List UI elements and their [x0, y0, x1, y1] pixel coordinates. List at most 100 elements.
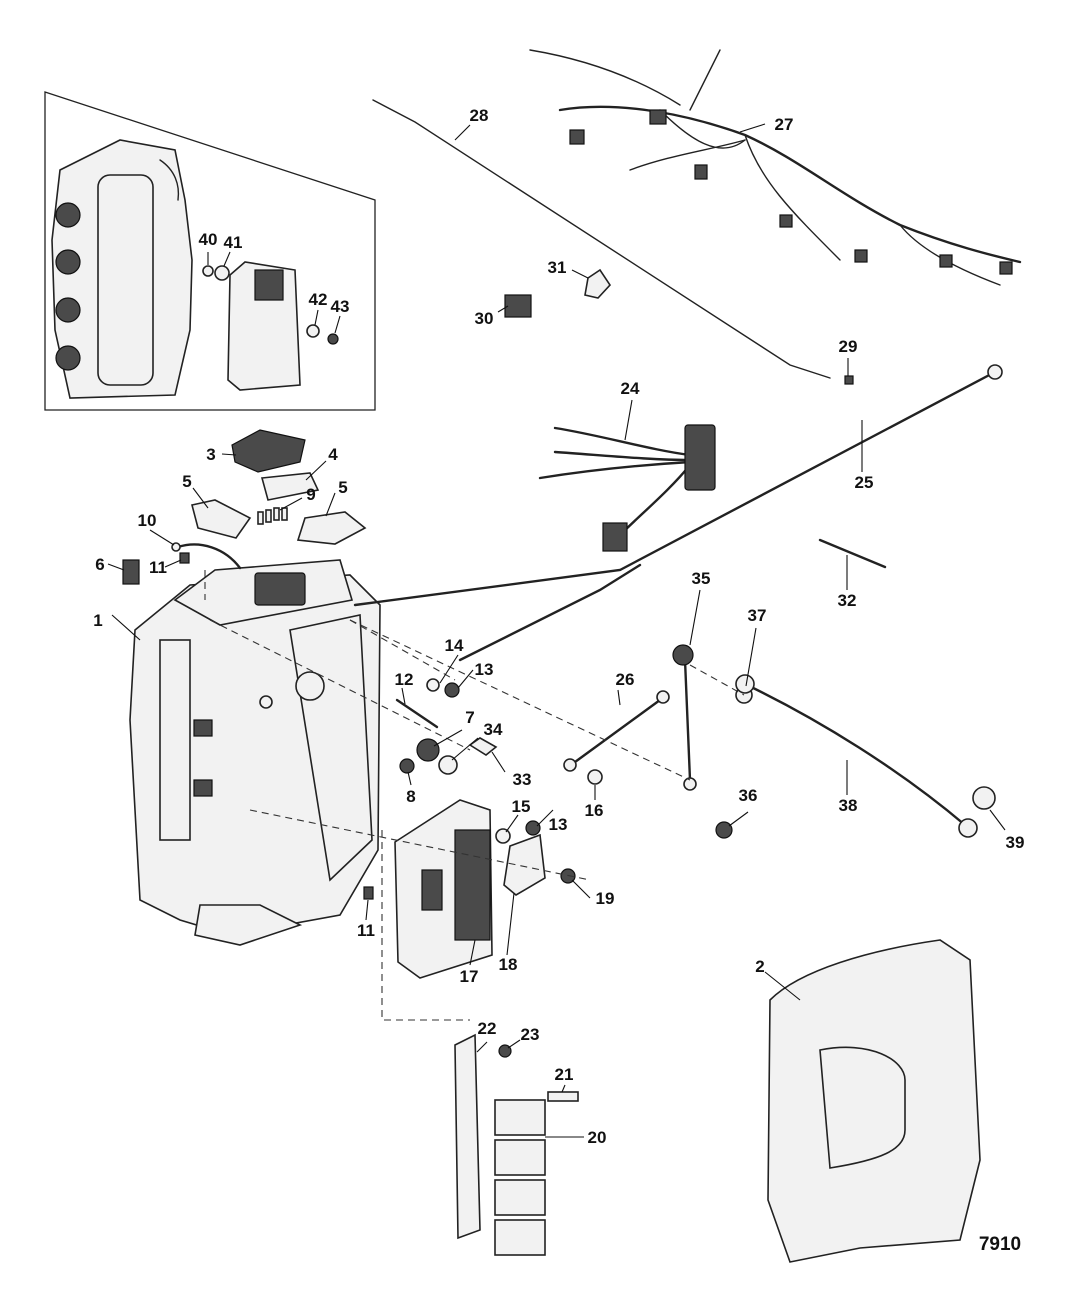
callout-20: 20: [588, 1128, 607, 1147]
callout-36: 36: [739, 786, 758, 805]
callout-7: 7: [465, 708, 474, 727]
bracket-18: [503, 833, 546, 896]
leader-1: [111, 614, 141, 641]
callout-26: 26: [616, 670, 635, 689]
bracket-boss: [295, 671, 325, 701]
leader-23: [507, 1039, 521, 1049]
callout-10: 10: [138, 511, 157, 530]
leader-30: [497, 305, 509, 313]
harness-branch: [744, 134, 841, 261]
callout-5-left: 5: [182, 472, 191, 491]
callout-31: 31: [548, 258, 567, 277]
cable-26-terminal: [563, 758, 577, 772]
harness-connector: [569, 129, 585, 145]
cable-28: [372, 99, 831, 379]
bolt-33: [468, 737, 498, 756]
ecm-bracket-connector: [254, 269, 284, 301]
wiring-harness-27: [529, 49, 1022, 286]
callout-30: 30: [475, 309, 494, 328]
leader-28: [454, 124, 471, 141]
nut-43: [327, 333, 339, 345]
callout-16: 16: [585, 801, 604, 820]
nut-36: [715, 821, 733, 839]
connector-cell: [494, 1139, 546, 1176]
fuse: [273, 507, 280, 521]
callout-23: 23: [521, 1025, 540, 1044]
washer-42: [306, 324, 320, 338]
harness-connector: [854, 249, 868, 263]
callout-28: 28: [470, 106, 489, 125]
leader-9: [279, 497, 303, 511]
callout-33: 33: [513, 770, 532, 789]
spacer-8: [399, 758, 415, 774]
leader-43: [334, 315, 341, 334]
cylinder-1: [55, 202, 81, 228]
callout-19: 19: [596, 889, 615, 908]
harness-24-lead: [553, 426, 692, 457]
fuse: [257, 511, 264, 525]
connector-block-20: [494, 1099, 546, 1256]
callout-29: 29: [839, 337, 858, 356]
callout-43: 43: [331, 297, 350, 316]
engine-inset: [44, 91, 376, 411]
leader-3: [221, 453, 237, 456]
connector-cell: [494, 1099, 546, 1136]
callout-34: 34: [484, 720, 503, 739]
leader-37: [745, 627, 757, 687]
leader-lines: [107, 123, 1006, 1138]
engine-intake-cover: [97, 174, 154, 386]
callout-18: 18: [499, 955, 518, 974]
harness-connector: [999, 261, 1013, 275]
leader-18: [506, 892, 515, 956]
leader-5-right: [325, 492, 336, 517]
cable-35-boot: [672, 644, 694, 666]
harness-24-lead: [553, 450, 692, 462]
ecm-connector-block: [454, 829, 491, 941]
leader-35: [689, 589, 701, 646]
connector-cell: [494, 1179, 546, 1216]
leader-4: [305, 460, 327, 481]
leader-10: [149, 529, 175, 546]
engine-hose: [159, 159, 180, 201]
leader-39: [989, 809, 1006, 831]
leader-5-left: [192, 487, 209, 509]
leader-27: [739, 123, 766, 133]
callout-32: 32: [838, 591, 857, 610]
callout-24: 24: [621, 379, 640, 398]
clip-31: [584, 268, 612, 299]
cable-38: [743, 682, 967, 827]
leader-12: [401, 687, 406, 705]
assembly-line: [689, 664, 745, 696]
callout-3: 3: [206, 445, 215, 464]
callout-5-right: 5: [338, 478, 347, 497]
fuse-box-gasket: [260, 472, 320, 501]
harness-24: [538, 424, 716, 552]
assembly-line: [249, 809, 591, 881]
bracket-clip-1: [193, 719, 213, 737]
callout-15: 15: [512, 797, 531, 816]
callout-25: 25: [855, 473, 874, 492]
harness-connector: [939, 254, 953, 268]
ecm-label: [421, 869, 443, 911]
cable-38-terminal: [735, 674, 755, 694]
leader-15: [505, 814, 519, 833]
leader-11-top: [164, 559, 182, 568]
callout-13-bottom: 13: [549, 815, 568, 834]
callout-39: 39: [1006, 833, 1025, 852]
assembly-line: [349, 619, 691, 781]
leader-13-bottom: [536, 809, 554, 827]
connector-30: [504, 294, 532, 318]
leader-24: [624, 399, 633, 441]
grommet-41: [214, 265, 230, 281]
leader-42: [314, 309, 319, 326]
retainer-11-bottom: [363, 886, 374, 900]
fuse: [265, 509, 272, 523]
callout-9: 9: [306, 485, 315, 504]
assembly-line: [349, 619, 456, 681]
terminal-cap-left: [191, 499, 252, 539]
retainer-strip-22: [454, 1033, 481, 1240]
callout-17: 17: [460, 967, 479, 986]
leader-19: [571, 879, 591, 899]
screw-13-bottom: [525, 820, 541, 836]
leader-36: [728, 811, 749, 827]
